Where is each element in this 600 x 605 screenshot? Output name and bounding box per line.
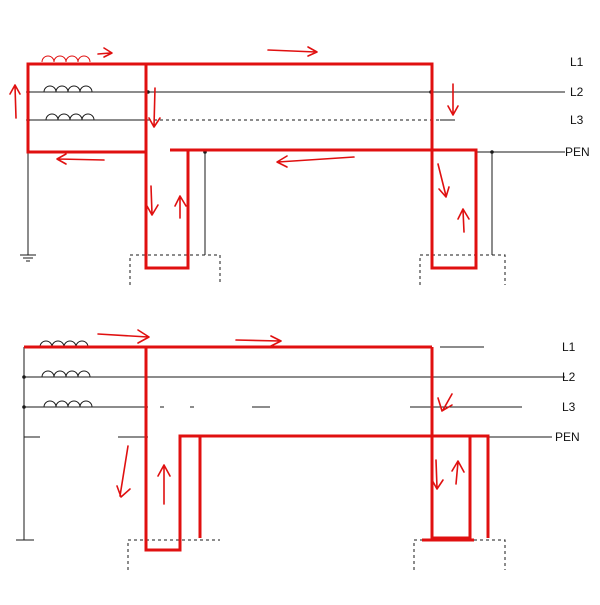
top-left-load-enclosure [129, 254, 221, 285]
bottom-l2-label: L2 [562, 370, 576, 384]
top-diagram: L1 L2 L3 PEN [9, 46, 590, 285]
bottom-node [22, 405, 26, 409]
bottom-right-load-enclosure [413, 539, 506, 570]
bottom-pen-label: PEN [555, 430, 580, 444]
arrow-icon [97, 329, 465, 505]
top-fault-loop [26, 62, 478, 270]
top-l1-label: L1 [570, 55, 584, 69]
bottom-l1-label: L1 [562, 340, 576, 354]
bottom-l3-label: L3 [562, 400, 576, 414]
ground-icon [20, 254, 36, 262]
bottom-diagram: L1 L2 L3 PEN [16, 329, 580, 570]
bottom-conductors [22, 346, 565, 540]
winding-icon [39, 340, 93, 408]
top-l3-label: L3 [570, 113, 584, 127]
bottom-node [22, 375, 26, 379]
top-l2-label: L2 [570, 85, 584, 99]
top-node [490, 150, 494, 154]
arrow-icon [9, 46, 470, 233]
top-pen-label: PEN [565, 145, 590, 159]
top-right-load-enclosure [419, 254, 506, 285]
bottom-left-load-enclosure [127, 539, 220, 570]
top-conductors [26, 90, 565, 255]
winding-icon [41, 55, 95, 121]
bottom-fault-loop [24, 345, 490, 552]
